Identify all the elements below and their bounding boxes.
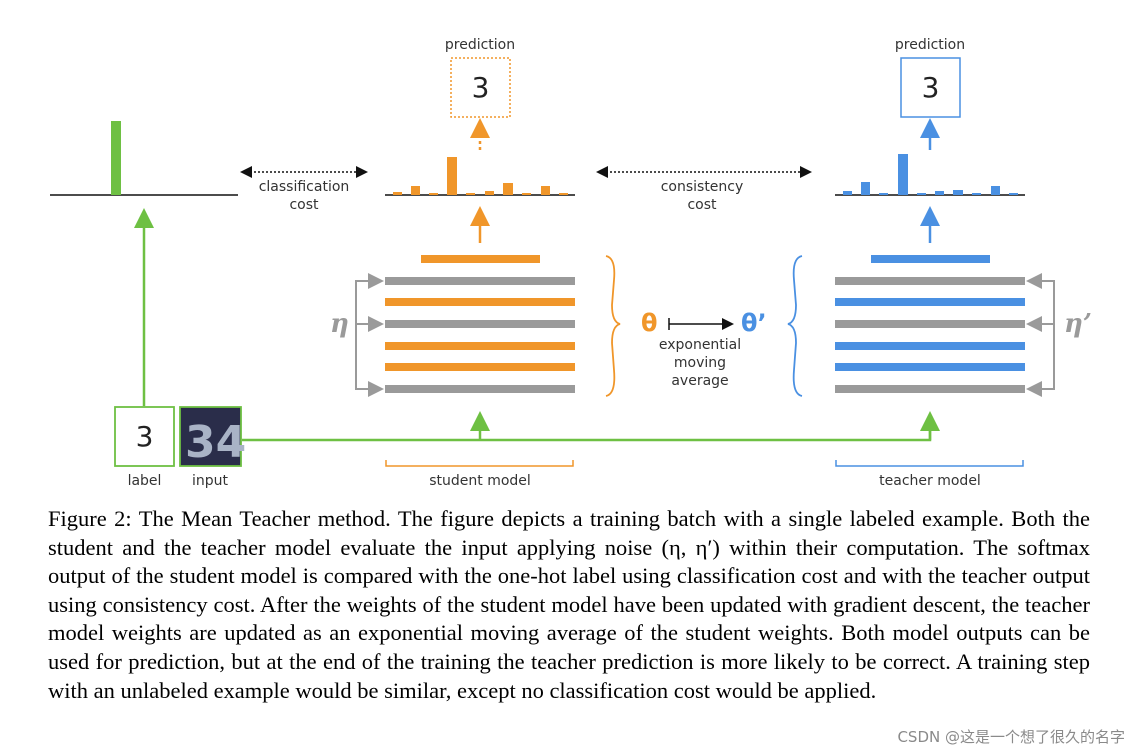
teacher-model-bracket — [835, 460, 1024, 467]
diagram-graphics: 34 — [50, 57, 1055, 468]
ema-line-1: exponential — [658, 337, 742, 353]
ema-label: exponential moving average — [645, 336, 755, 390]
label-caption: label — [127, 473, 162, 489]
consistency-cost-label: consistency cost — [642, 178, 762, 214]
teacher-noise-bracket — [1026, 273, 1055, 397]
student-weights-brace — [605, 255, 621, 397]
label-box — [114, 406, 175, 467]
consistency-cost-line-2: cost — [687, 197, 717, 213]
student-noise-bracket — [355, 273, 384, 397]
watermark: CSDN @这是一个想了很久的名字 — [897, 728, 1125, 746]
student-prediction-box — [450, 57, 511, 118]
eta-prime-symbol: η’ — [1064, 309, 1092, 339]
student-model-bracket — [385, 460, 574, 467]
label-histogram — [50, 121, 238, 196]
theta-symbol: θ — [641, 309, 658, 337]
eta-symbol: η — [330, 309, 349, 339]
teacher-output-histogram — [835, 154, 1025, 196]
teacher-prediction-digit: 3 — [921, 71, 940, 104]
figure-caption: Figure 2: The Mean Teacher method. The f… — [48, 506, 1090, 703]
theta-prime-symbol: θ’ — [741, 309, 767, 337]
ema-line-3: average — [671, 373, 729, 389]
input-image: 34 — [179, 406, 246, 468]
student-prediction-title: prediction — [444, 37, 516, 53]
student-model-layers — [385, 255, 575, 393]
mean-teacher-diagram: 34 prediction prediction 3 3 3 classific… — [50, 37, 1092, 489]
consistency-cost-line-1: consistency — [660, 179, 744, 195]
input-arrows — [134, 208, 940, 442]
ema-line-2: moving — [673, 355, 727, 371]
teacher-model-label: teacher model — [879, 473, 981, 489]
teacher-weights-brace — [787, 255, 803, 397]
ema-arrow — [668, 318, 734, 330]
student-output-histogram — [385, 157, 575, 196]
teacher-model-layers — [835, 255, 1025, 393]
student-model-label: student model — [429, 473, 531, 489]
input-caption: input — [191, 473, 228, 489]
input-image-digits: 34 — [185, 417, 246, 468]
student-prediction-digit: 3 — [471, 71, 490, 104]
classification-cost-line-1: classification — [258, 179, 350, 195]
teacher-prediction-title: prediction — [894, 37, 966, 53]
classification-cost-label: classification cost — [244, 178, 364, 214]
label-digit: 3 — [135, 420, 154, 453]
teacher-prediction-box — [900, 57, 961, 118]
classification-cost-line-2: cost — [289, 197, 319, 213]
